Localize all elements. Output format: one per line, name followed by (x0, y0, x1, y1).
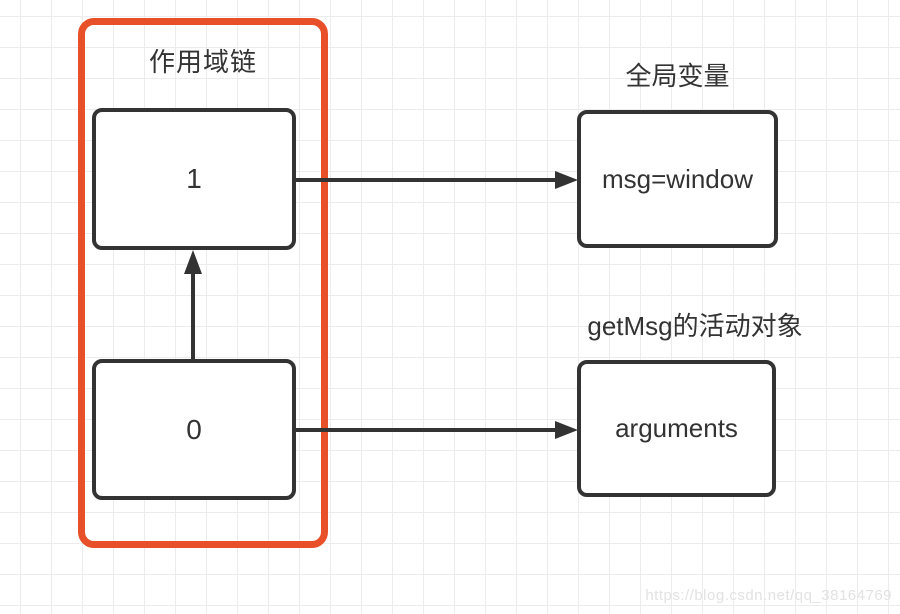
arrow-scope0-to-activation (296, 421, 578, 439)
global-variables-box: msg=window (577, 110, 778, 248)
scope-box-0: 0 (92, 359, 296, 500)
activation-object-box-label: arguments (615, 413, 738, 443)
arrow-scope1-to-global (296, 171, 578, 189)
global-variables-box-label: msg=window (601, 163, 753, 194)
activation-object-box: arguments (577, 360, 776, 497)
activation-object-label: getMsg的活动对象 (587, 311, 803, 341)
scope-chain-title: 作用域链 (148, 47, 257, 77)
global-variables-label: 全局变量 (625, 61, 730, 91)
scope-box-1: 1 (92, 108, 296, 250)
watermark-url: https://blog.csdn.net/qq_38164769 (645, 587, 892, 604)
scope-box-0-label: 0 (186, 413, 202, 445)
scope-chain-group (78, 18, 328, 548)
scope-box-1-label: 1 (186, 163, 202, 194)
